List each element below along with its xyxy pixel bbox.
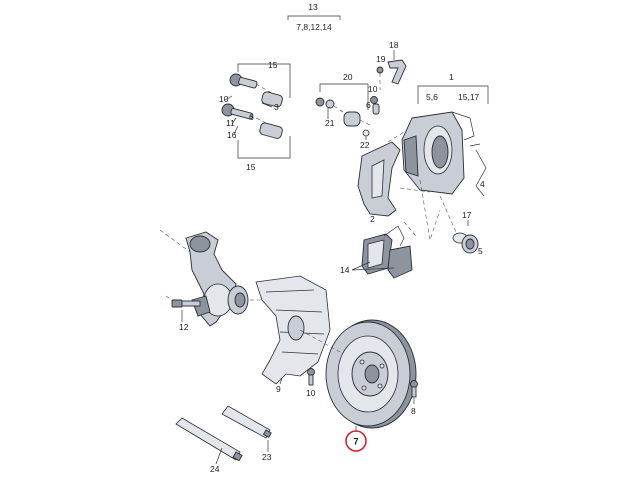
caliper-housing [401, 111, 475, 195]
callout-1-sub-b: 15,17 [458, 92, 480, 102]
pad-spring-18 [387, 59, 407, 85]
callout-2[interactable]: 2 [370, 214, 375, 224]
callout-10[interactable]: 10 [219, 94, 229, 104]
callout-6[interactable]: 6 [249, 112, 254, 122]
brake-disc [325, 319, 417, 429]
callout-4[interactable]: 4 [480, 179, 485, 189]
callout-7: 7 [353, 437, 358, 447]
callout-9[interactable]: 9 [276, 384, 281, 394]
callout-21[interactable]: 21 [325, 118, 335, 128]
callout-20-group[interactable]: 20 [319, 72, 369, 110]
callout-3[interactable]: 3 [274, 102, 279, 112]
callout-19[interactable]: 19 [376, 54, 386, 64]
callout-14[interactable]: 14 [340, 265, 350, 275]
brake-pads [361, 225, 413, 279]
callout-10-shield[interactable]: 10 [306, 388, 316, 398]
callout-15-top: 15 [268, 60, 278, 70]
callout-1-sub-a: 5,6 [426, 92, 438, 102]
callout-23[interactable]: 23 [262, 452, 272, 462]
guide-bolt-lower [221, 103, 283, 139]
callout-11[interactable]: 11 [226, 118, 235, 128]
bracket-15-bottom [237, 136, 291, 159]
bleed-screw-and-cap [315, 97, 373, 127]
callout-16[interactable]: 16 [227, 130, 237, 140]
callout-1-group[interactable]: 1 5,6 15,17 [417, 72, 489, 104]
grease-tube-23 [221, 405, 272, 439]
callout-17[interactable]: 17 [462, 210, 472, 220]
caliper-bracket [357, 141, 401, 217]
bracket-1 [417, 85, 489, 104]
callout-13-sub: 7,8,12,14 [296, 22, 332, 32]
callout-7-highlight[interactable]: 7 [345, 426, 367, 452]
bracket-20 [319, 83, 369, 110]
callout-13-group[interactable]: 13 7,8,12,14 [287, 2, 341, 32]
callout-20: 20 [343, 72, 353, 82]
callout-15-bottom-group[interactable]: 15 [237, 136, 291, 172]
callout-15-top-group[interactable]: 15 [237, 60, 291, 98]
callout-1: 1 [449, 72, 454, 82]
callout-22[interactable]: 22 [360, 140, 370, 150]
highlight-circle-7 [345, 430, 367, 452]
guide-bolt-upper [229, 73, 283, 108]
bolt-12 [171, 299, 201, 308]
retaining-spring-4 [475, 149, 487, 197]
callout-18[interactable]: 18 [389, 40, 399, 50]
callout-8[interactable]: 8 [411, 406, 416, 416]
callout-15-bottom: 15 [246, 162, 256, 172]
splash-shield [255, 275, 331, 385]
callout-5[interactable]: 5 [478, 246, 483, 256]
callout-10-b-top[interactable]: 10 [368, 84, 378, 94]
callout-6-b[interactable]: 6 [366, 100, 371, 110]
steering-knuckle [185, 231, 249, 327]
bracket-13 [287, 15, 341, 20]
bracket-15-top [237, 63, 291, 98]
grease-tube-24 [175, 417, 243, 462]
callout-13: 13 [308, 2, 318, 12]
callout-24[interactable]: 24 [210, 464, 220, 474]
callout-12[interactable]: 12 [179, 322, 189, 332]
